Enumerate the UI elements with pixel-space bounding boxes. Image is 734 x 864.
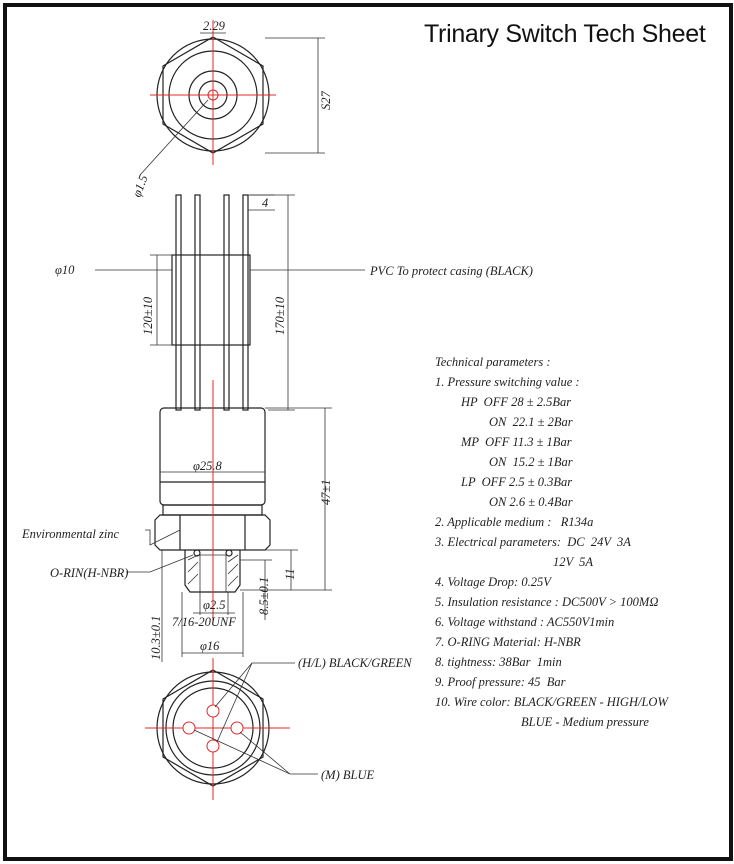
bottom-view: (H/L) BLACK/GREEN (M) BLUE (145, 656, 412, 800)
param-line: 6. Voltage withstand : AC550V1min (435, 615, 615, 629)
dim-casing-len: 120±10 (141, 296, 155, 335)
sheet-frame (3, 3, 733, 861)
dim-10-3: 10.3±0.1 (149, 616, 163, 660)
param-line: ON 2.6 ± 0.4Bar (489, 495, 573, 509)
param-line: ON 15.2 ± 1Bar (489, 455, 573, 469)
pin-icon (230, 721, 244, 735)
param-line: Technical parameters : (435, 355, 551, 369)
side-view: 4 φ10 PVC To protect casing (BLACK) 120±… (21, 194, 533, 662)
dim-8-5: 8.5±0.1 (257, 577, 271, 615)
pin-icon (206, 704, 220, 718)
dim-11: 11 (283, 568, 297, 580)
dim-hex: S27 (319, 91, 333, 111)
param-line: ON 22.1 ± 2Bar (489, 415, 573, 429)
pvc-label: PVC To protect casing (BLACK) (369, 264, 533, 278)
m-wire-label: (M) BLUE (321, 768, 374, 782)
param-line: 9. Proof pressure: 45 Bar (435, 675, 566, 689)
param-line: 4. Voltage Drop: 0.25V (435, 575, 551, 589)
technical-parameters: Technical parameters : 1. Pressure switc… (435, 352, 668, 732)
param-line: 7. O-RING Material: H-NBR (435, 635, 581, 649)
hl-wire-label: (H/L) BLACK/GREEN (298, 656, 412, 670)
dim-casing-dia: φ10 (55, 263, 75, 277)
sheet-title: Trinary Switch Tech Sheet (424, 20, 706, 48)
dim-port: φ2.5 (203, 598, 226, 612)
param-line: 12V 5A (553, 555, 594, 569)
param-line: 10. Wire color: BLACK/GREEN - HIGH/LOW (435, 695, 668, 709)
param-line: 2. Applicable medium : R134a (435, 515, 594, 529)
top-view: 2.29 S27 φ1.5 (130, 19, 333, 199)
dim-hole: φ1.5 (130, 173, 151, 199)
dim-top: 2.29 (203, 19, 226, 33)
dim-body-len: 47±1 (319, 479, 333, 505)
dim-thread: 7/16-20UNF (172, 615, 236, 629)
zinc-label: Environmental zinc (21, 527, 120, 541)
param-line: 5. Insulation resistance : DC500V > 100M… (435, 595, 659, 609)
dim-body-dia: φ25.8 (193, 459, 223, 473)
param-line: 1. Pressure switching value : (435, 375, 580, 389)
param-line: MP OFF 11.3 ± 1Bar (461, 435, 572, 449)
pin-icon (182, 721, 196, 735)
param-line: BLUE - Medium pressure (521, 715, 649, 729)
dim-wire-len: 170±10 (273, 296, 287, 335)
oring-label: O-RIN(H-NBR) (50, 566, 128, 580)
dim-pin: 4 (262, 196, 268, 210)
param-line: 8. tightness: 38Bar 1min (435, 655, 562, 669)
dim-16: φ16 (200, 639, 220, 653)
param-line: LP OFF 2.5 ± 0.3Bar (461, 475, 573, 489)
pin-icon (206, 739, 220, 753)
param-line: HP OFF 28 ± 2.5Bar (461, 395, 572, 409)
param-line: 3. Electrical parameters: DC 24V 3A (435, 535, 631, 549)
